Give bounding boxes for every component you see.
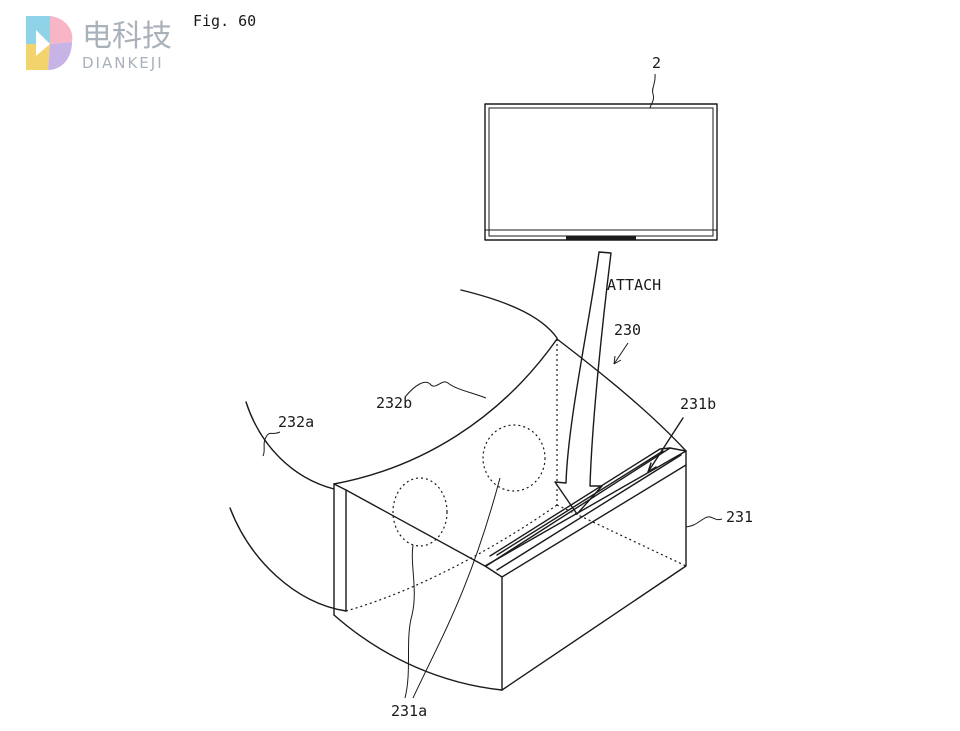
leader-lenses-left bbox=[404, 544, 415, 699]
leader-device bbox=[649, 73, 656, 109]
label-lenses: 231a bbox=[391, 702, 427, 720]
watermark-logo: 电科技 DIANKEJI bbox=[26, 16, 172, 72]
label-band-upper: 232b bbox=[376, 394, 412, 412]
logo-mark-icon bbox=[26, 16, 73, 70]
leader-band-upper bbox=[404, 381, 487, 399]
leader-band-lower bbox=[262, 431, 281, 457]
strap-top bbox=[460, 289, 558, 339]
lens-right bbox=[482, 424, 546, 492]
label-device: 2 bbox=[652, 54, 661, 72]
lens-left bbox=[392, 477, 448, 547]
attach-arrow bbox=[554, 251, 612, 515]
label-attach: ATTACH bbox=[607, 276, 661, 294]
goggles-front-panel bbox=[333, 338, 687, 691]
strap-lower-left bbox=[229, 507, 347, 612]
label-goggles: 230 bbox=[614, 321, 641, 339]
box-231 bbox=[345, 447, 687, 691]
leader-goggles-arrowhead bbox=[613, 355, 622, 365]
leader-slot bbox=[647, 417, 684, 473]
device-port bbox=[566, 236, 636, 240]
label-slot: 231b bbox=[680, 395, 716, 413]
logo-english-text: DIANKEJI bbox=[82, 54, 164, 72]
label-box: 231 bbox=[726, 508, 753, 526]
device-2 bbox=[484, 103, 718, 241]
leader-slot-arrowhead bbox=[647, 462, 657, 473]
leader-box bbox=[685, 516, 723, 528]
label-band-lower: 232a bbox=[278, 413, 314, 431]
leader-goggles bbox=[613, 342, 629, 365]
logo-chinese-text: 电科技 bbox=[82, 19, 172, 54]
leader-lenses-right bbox=[412, 477, 501, 699]
strap-upper-left bbox=[245, 401, 335, 490]
figure-label: Fig. 60 bbox=[193, 12, 256, 30]
